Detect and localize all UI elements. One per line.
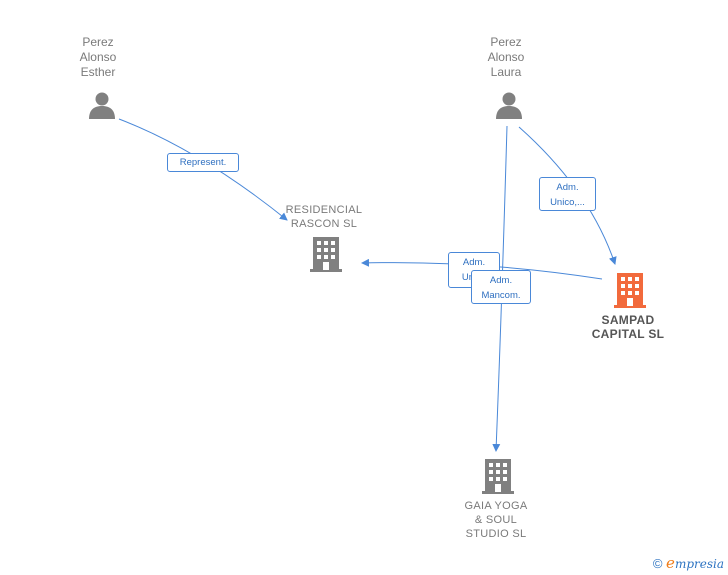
empresia-logo-text: mpresia (674, 557, 724, 571)
building-icon-highlighted[interactable] (614, 273, 646, 308)
copyright-symbol: © (652, 556, 663, 571)
node-label-perez-alonso-esther: Perez Alonso Esther (79, 35, 117, 79)
building-icon[interactable] (310, 237, 342, 272)
edge-label-represent[interactable]: Represent. (167, 153, 239, 172)
person-icon[interactable] (87, 90, 117, 120)
empresia-logo-initial: e (666, 554, 675, 572)
person-icon[interactable] (494, 90, 524, 120)
edge-label-adm-unico-sampad[interactable]: Adm. Unico,... (539, 177, 596, 211)
node-label-residencial-rascon: RESIDENCIAL RASCON SL (285, 204, 363, 230)
edge-label-adm-mancom[interactable]: Adm. Mancom. (471, 270, 531, 304)
node-label-gaia-yoga: GAIA YOGA & SOUL STUDIO SL (464, 500, 528, 540)
node-label-perez-alonso-laura: Perez Alonso Laura (487, 35, 525, 79)
building-icon[interactable] (482, 459, 514, 494)
empresia-logo: empresia (666, 554, 724, 572)
empresia-watermark: © empresia (653, 554, 724, 572)
node-label-sampad-capital: SAMPAD CAPITAL SL (591, 313, 665, 341)
